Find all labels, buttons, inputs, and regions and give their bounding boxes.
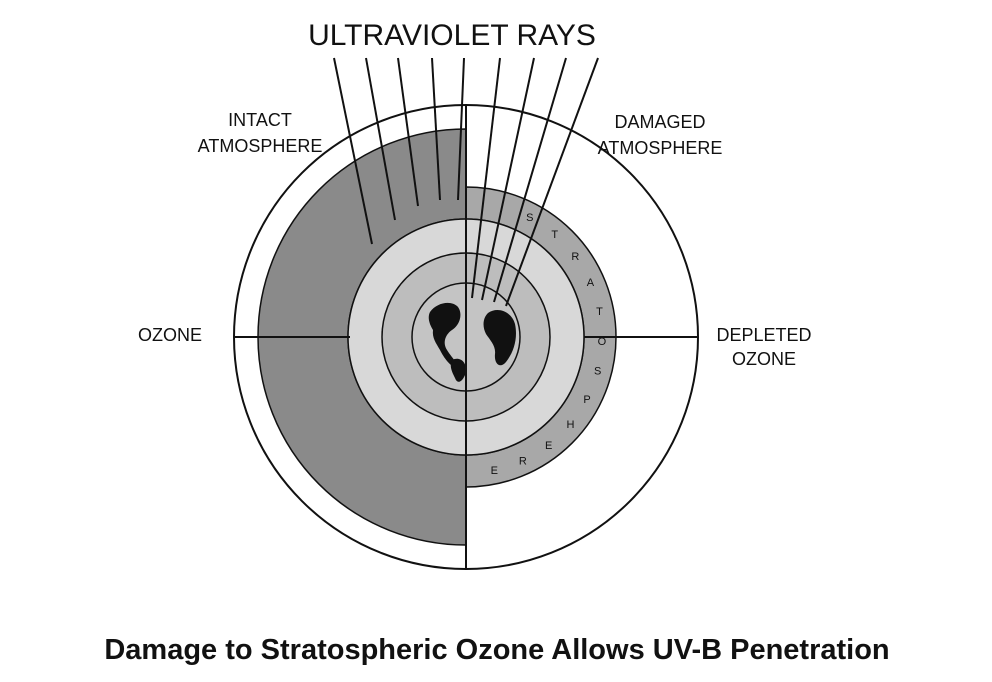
- intact-atmosphere-label-line2: ATMOSPHERE: [198, 136, 323, 156]
- stratosphere-letter: H: [567, 419, 575, 431]
- uv-ray-left-1: [333, 57, 373, 245]
- europe-africa-shape: [483, 310, 516, 366]
- damaged-atmosphere-label-line2: ATMOSPHERE: [598, 138, 723, 158]
- uv-ray-left-3: [397, 57, 419, 207]
- depleted-ozone-label-line2: OZONE: [732, 349, 796, 369]
- uv-rays-left: [333, 57, 465, 245]
- stratosphere-letter: R: [519, 456, 527, 468]
- damaged-atmosphere-label-line1: DAMAGED: [614, 112, 705, 132]
- uv-ray-right-1: [471, 57, 501, 299]
- uv-ray-left-4: [431, 57, 441, 201]
- continents: [428, 302, 516, 382]
- stratosphere-letter: E: [491, 465, 498, 477]
- diagram-caption: Damage to Stratospheric Ozone Allows UV-…: [104, 634, 889, 666]
- stratosphere-letter: R: [571, 251, 579, 263]
- stratosphere-letter: E: [545, 440, 552, 452]
- uv-rays-right: [471, 57, 599, 307]
- stratosphere-letter: T: [551, 229, 558, 241]
- stratosphere-letter: S: [594, 366, 601, 378]
- stratosphere-letter: P: [583, 394, 590, 406]
- uv-ray-right-3: [493, 57, 567, 303]
- intact-atmosphere-label-line1: INTACT: [228, 110, 292, 130]
- uv-ray-right-2: [481, 57, 535, 301]
- stratosphere-letter: T: [596, 306, 603, 318]
- depleted-ozone-label-line1: DEPLETED: [716, 325, 811, 345]
- stratosphere-letter: O: [598, 336, 607, 348]
- stratosphere-letter: A: [587, 277, 595, 289]
- diagram-title: ULTRAVIOLET RAYS: [308, 19, 596, 52]
- stratosphere-letter: S: [526, 212, 533, 224]
- stratosphere-label: S T R A T O S P H E R E: [491, 212, 607, 477]
- north-america-shape: [428, 302, 461, 368]
- south-america-shape: [450, 358, 467, 382]
- uv-ray-right-4: [505, 57, 599, 307]
- uv-ray-left-5: [457, 57, 465, 201]
- ozone-label: OZONE: [138, 325, 202, 345]
- uv-ray-left-2: [365, 57, 396, 221]
